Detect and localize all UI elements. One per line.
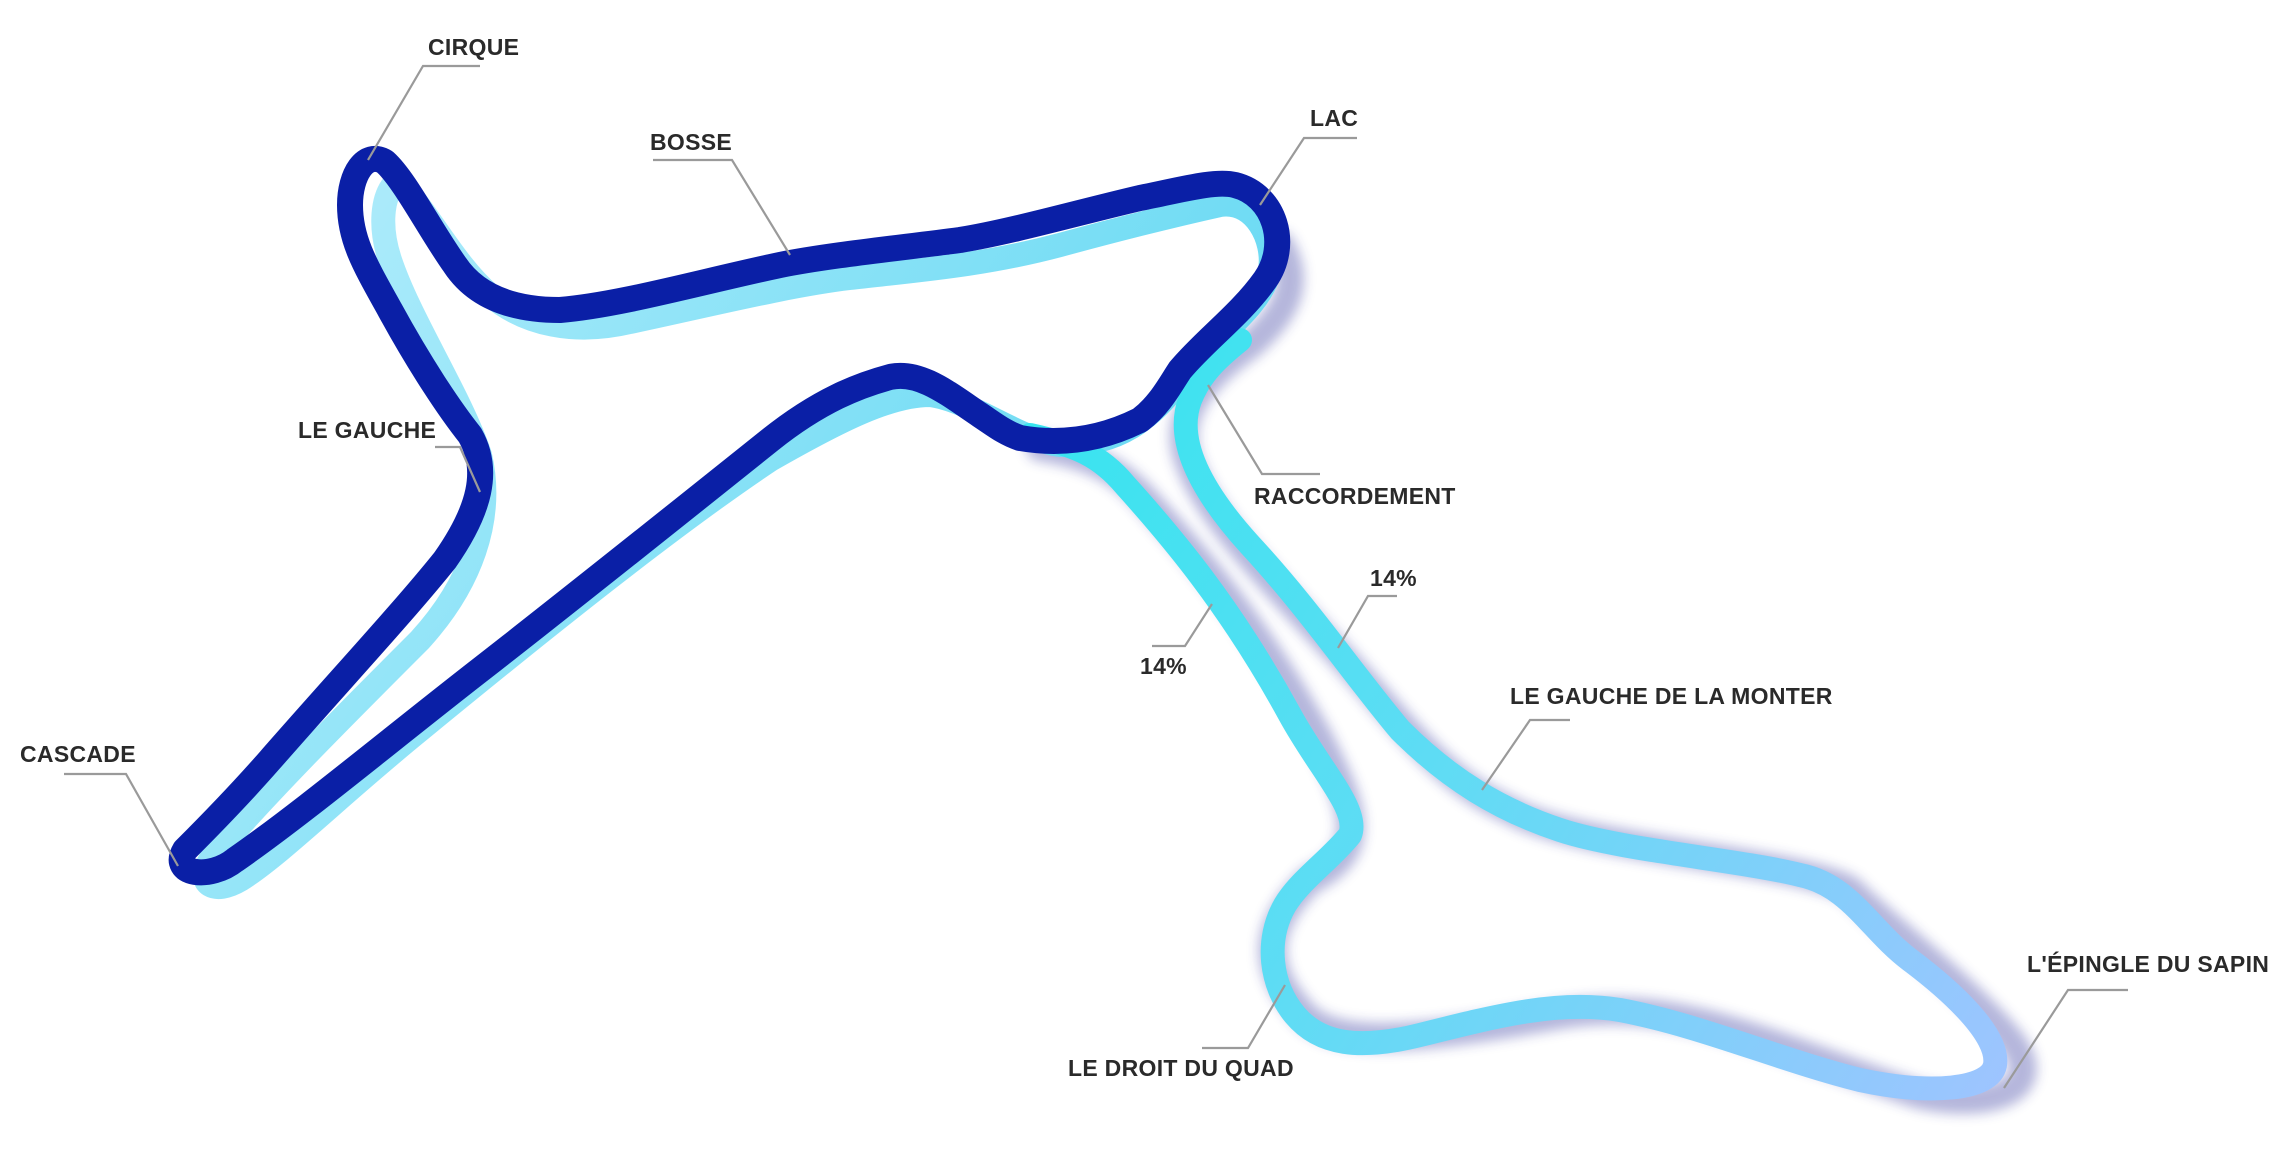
label-cascade: CASCADE — [20, 741, 136, 767]
label-epingle: L'ÉPINGLE DU SAPIN — [2027, 950, 2269, 977]
leader-grade-right — [1337, 594, 1397, 649]
label-lac: LAC — [1310, 105, 1358, 131]
leader-epingle — [2003, 988, 2128, 1089]
leader-raccordement — [1207, 384, 1320, 476]
label-droit-quad: LE DROIT DU QUAD — [1068, 1055, 1294, 1081]
label-bosse: BOSSE — [650, 129, 732, 155]
lower-track — [1018, 328, 2008, 1101]
label-grade-right: 14% — [1370, 565, 1417, 591]
label-grade-left: 14% — [1140, 653, 1187, 679]
leader-lac — [1259, 136, 1357, 206]
label-le-gauche: LE GAUCHE — [298, 417, 436, 443]
upper-track — [168, 146, 1291, 886]
leader-bosse — [653, 158, 791, 256]
label-gauche-monter: LE GAUCHE DE LA MONTER — [1510, 683, 1833, 709]
label-raccordement: RACCORDEMENT — [1254, 483, 1456, 509]
leader-droit-quad — [1202, 984, 1286, 1050]
leader-cascade — [64, 772, 179, 867]
leader-grade-left — [1152, 603, 1213, 648]
label-cirque: CIRQUE — [428, 34, 519, 60]
leader-gauche-monter — [1481, 718, 1570, 791]
leader-lines — [64, 64, 2128, 1089]
corner-labels: CIRQUE BOSSE LAC LE GAUCHE RACCORDEMENT … — [20, 34, 2269, 1081]
leader-le-gauche — [435, 445, 482, 493]
leader-cirque — [367, 64, 480, 161]
